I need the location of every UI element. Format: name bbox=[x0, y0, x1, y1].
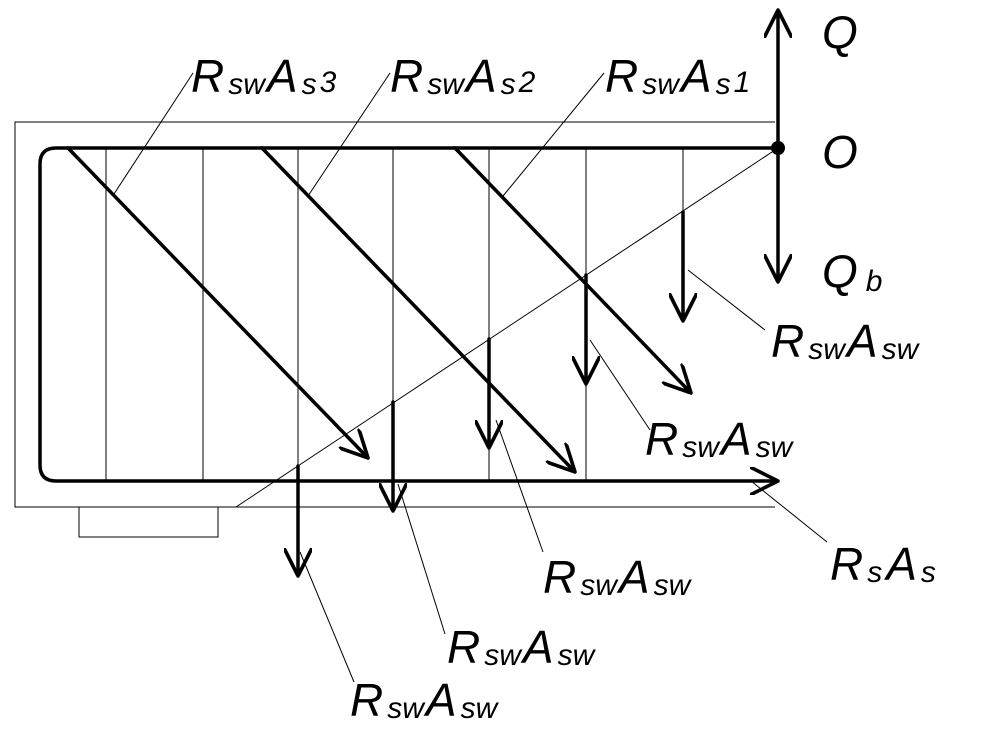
inclined-bar-2 bbox=[260, 146, 575, 472]
inclined-bar-1 bbox=[453, 146, 691, 393]
leader-lines bbox=[113, 72, 828, 683]
support-pad bbox=[78, 506, 219, 538]
stirrups bbox=[105, 148, 684, 481]
label-q: Q bbox=[822, 6, 858, 58]
pivot-point bbox=[771, 141, 785, 155]
reinforcement-cage bbox=[38, 146, 780, 481]
inclined-bar-3 bbox=[66, 146, 368, 458]
inclined-crack-line bbox=[235, 147, 779, 508]
label-o: O bbox=[822, 126, 858, 178]
beam-outline bbox=[14, 121, 775, 538]
